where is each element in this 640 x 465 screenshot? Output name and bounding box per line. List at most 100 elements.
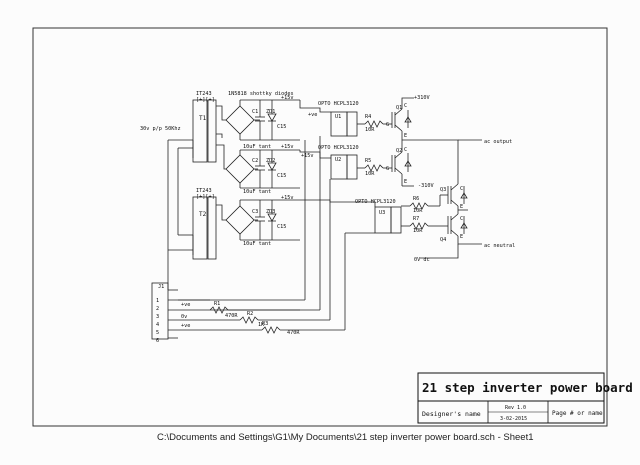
- q1-collector: C: [404, 103, 407, 109]
- tant-label-1: 10uF tant: [243, 144, 271, 150]
- title-block-title: 21 step inverter power board: [422, 380, 633, 395]
- resistor-r7: [409, 222, 429, 230]
- t1-name: T1: [199, 115, 207, 122]
- rail-0v-dc: 0V dc: [414, 257, 430, 263]
- q1-gate: G: [386, 122, 389, 128]
- j1-pin-5: 5: [156, 330, 159, 336]
- rail-minus-310v: -310V: [418, 183, 434, 189]
- bridge-rectifier-2: [225, 154, 255, 184]
- igbt-q2: [391, 140, 412, 186]
- r5-value: 10R: [365, 171, 375, 177]
- rail-plus-310v: +310V: [414, 95, 430, 101]
- resistor-r4: [364, 120, 384, 128]
- r4-value: 10R: [365, 127, 375, 133]
- c1-label: C1: [252, 109, 258, 115]
- r6-value: 10R: [413, 208, 423, 214]
- igbt-q1: [391, 102, 412, 140]
- u2-ref: U2: [335, 157, 341, 163]
- j1-pin-4: 4: [156, 322, 159, 328]
- opto-u3-label: OPTO HCPL3120: [355, 199, 396, 205]
- r6-ref: R6: [413, 196, 419, 202]
- t2-pins: [+][+]: [196, 194, 215, 200]
- j1-net-3: +ve: [181, 323, 190, 329]
- designer-name: Designer's name: [422, 410, 481, 418]
- j1-net-1: +ve: [181, 302, 190, 308]
- t2-name: T2: [199, 211, 207, 218]
- q4-emitter: E: [460, 234, 463, 240]
- t1-ref: IT243: [196, 91, 212, 97]
- tant-label-3: 10uF tant: [243, 241, 271, 247]
- r1-ref: R1: [214, 301, 220, 307]
- bridge-rectifier-1: [225, 105, 255, 135]
- zd1-label: ZD1: [266, 109, 275, 115]
- resistor-r6: [409, 202, 429, 210]
- tant-label-2: 10uF tant: [243, 189, 271, 195]
- q2-ref: Q2: [396, 148, 402, 154]
- u3-ref: U3: [379, 210, 385, 216]
- igbt-q4: [447, 213, 468, 237]
- diodes-label: 1N5818 shottky diodes: [228, 91, 294, 97]
- resistor-r1: [209, 306, 229, 314]
- j1-ref: J1: [158, 284, 164, 290]
- input-label: 30v p/p 50Khz: [140, 126, 181, 132]
- t2-ref: IT243: [196, 188, 212, 194]
- r3-ref: R3: [262, 321, 268, 327]
- q2-emitter: E: [404, 179, 407, 185]
- q3-emitter: E: [460, 204, 463, 210]
- r2-ref: R2: [247, 311, 253, 317]
- r1-value: 470R: [225, 313, 238, 319]
- j1-pin-1: 1: [156, 298, 159, 304]
- c15-label-1: C15: [277, 124, 286, 130]
- rail-15v-1: +15v: [281, 95, 294, 101]
- connector-j1: [151, 282, 169, 340]
- resistor-r5: [364, 164, 384, 172]
- j1-pin-3: 3: [156, 314, 159, 320]
- j1-net-2: 0v: [181, 314, 187, 320]
- rail-15v-3: +15v: [301, 153, 314, 159]
- q1-emitter: E: [404, 133, 407, 139]
- transformer-t2-body: [192, 196, 208, 260]
- r3-value: 470R: [287, 330, 300, 336]
- q3-collector: C: [460, 186, 463, 192]
- transformer-t1-body: [192, 99, 208, 163]
- q2-gate: G: [386, 166, 389, 172]
- c3-label: C3: [252, 209, 258, 215]
- r7-ref: R7: [413, 216, 419, 222]
- bridge-rectifier-3: [225, 205, 255, 235]
- r4-ref: R4: [365, 114, 371, 120]
- q4-collector: C: [460, 216, 463, 222]
- opto-u1-label: OPTO HCPL3120: [318, 101, 359, 107]
- t1-pins: [+][+]: [196, 97, 215, 103]
- opto-u2-label: OPTO HCPL3120: [318, 145, 359, 151]
- j1-pin-6: 6: [156, 338, 159, 344]
- r5-ref: R5: [365, 158, 371, 164]
- q4-ref: Q4: [440, 237, 446, 243]
- rail-15v-2: +15v: [281, 144, 294, 150]
- rail-15v-4: +15v: [281, 195, 294, 201]
- resistor-r2: [239, 316, 259, 324]
- ac-neutral-label: ac neutral: [484, 243, 515, 249]
- r2-value: 1K: [258, 322, 265, 328]
- date: 3-02-2015: [500, 416, 527, 422]
- j1-pin-2: 2: [156, 306, 159, 312]
- q2-collector: C: [404, 147, 407, 153]
- file-path-footer: C:\Documents and Settings\G1\My Document…: [157, 432, 534, 443]
- r7-value: 10R: [413, 228, 423, 234]
- u1-ref: U1: [335, 114, 341, 120]
- c2-label: C2: [252, 158, 258, 164]
- transformer-t1-core: [207, 99, 217, 163]
- resistor-r3: [261, 326, 281, 334]
- zd3-label: ZD3: [266, 209, 275, 215]
- ac-output-label: ac output: [484, 139, 512, 145]
- zd2-label: ZD2: [266, 158, 275, 164]
- transformer-t2-core: [207, 196, 217, 260]
- page-name: Page # or name: [552, 410, 603, 417]
- q1-ref: Q1: [396, 105, 402, 111]
- sheet-border: [32, 27, 608, 427]
- revision: Rev 1.0: [505, 405, 526, 411]
- igbt-q3: [447, 183, 468, 207]
- title-block: 21 step inverter power board Designer's …: [417, 372, 633, 424]
- c15-label-2: C15: [277, 173, 286, 179]
- c15-label-3: C15: [277, 224, 286, 230]
